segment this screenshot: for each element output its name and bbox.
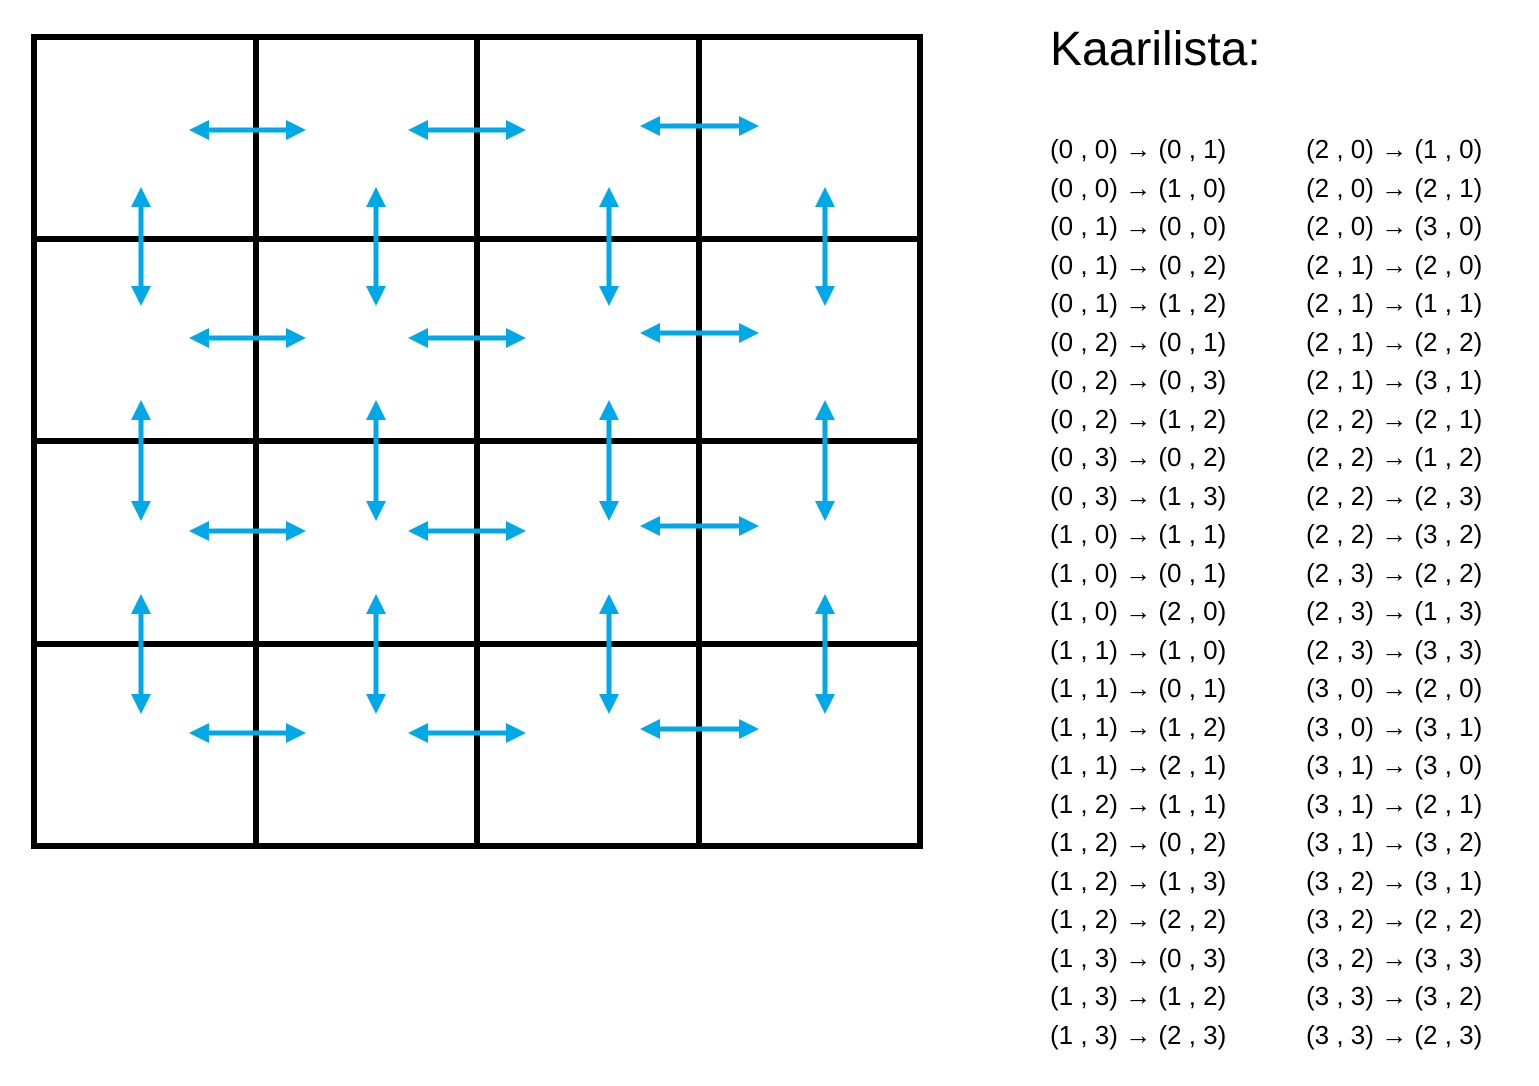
vertical-double-arrow	[366, 187, 386, 306]
edge-list-item: (1 , 3) → (2 , 3)	[1050, 1019, 1227, 1050]
edge-list-item: (0 , 3) → (1 , 3)	[1050, 480, 1227, 511]
edge-list-item: (1 , 1) → (0 , 1)	[1050, 673, 1227, 703]
edge-list-item: (2 , 1) → (1 , 1)	[1306, 288, 1483, 318]
edge-list-item: (2 , 0) → (3 , 0)	[1306, 211, 1483, 241]
edge-list-item: (2 , 2) → (3 , 2)	[1306, 519, 1483, 549]
horizontal-double-arrow	[408, 120, 526, 140]
edge-list-item: (0 , 1) → (0 , 2)	[1050, 249, 1227, 280]
horizontal-double-arrow	[640, 516, 759, 536]
vertical-double-arrow	[131, 594, 151, 714]
edge-list-item: (2 , 0) → (1 , 0)	[1306, 134, 1483, 164]
vertical-double-arrow	[131, 400, 151, 521]
edge-list-item: (3 , 2) → (3 , 1)	[1306, 865, 1483, 896]
edge-list-item: (1 , 0) → (1 , 1)	[1050, 519, 1227, 549]
edge-list-item: (0 , 1) → (1 , 2)	[1050, 288, 1227, 318]
edge-list-item: (0 , 3) → (0 , 2)	[1050, 442, 1227, 472]
grid-diagram	[31, 34, 923, 849]
edge-list-item: (2 , 2) → (1 , 2)	[1306, 442, 1483, 472]
edge-list-item: (3 , 0) → (2 , 0)	[1306, 673, 1483, 703]
grid-lines	[31, 34, 923, 849]
edge-list-item: (0 , 0) → (1 , 0)	[1050, 172, 1227, 203]
edge-list-item: (3 , 1) → (3 , 0)	[1306, 750, 1483, 780]
vertical-double-arrow	[815, 187, 835, 306]
horizontal-double-arrow	[408, 723, 526, 743]
edge-list-item: (1 , 1) → (1 , 2)	[1050, 711, 1227, 742]
edge-list-item: (3 , 2) → (3 , 3)	[1306, 942, 1483, 973]
vertical-double-arrow	[599, 594, 619, 714]
edge-list-item: (0 , 1) → (0 , 0)	[1050, 211, 1227, 241]
edge-list-item: (2 , 2) → (2 , 1)	[1306, 403, 1483, 434]
vertical-double-arrow	[131, 187, 151, 306]
edge-list-column-left: (0 , 0) → (0 , 1) (0 , 0) → (1 , 0) (0 , 1…	[1050, 130, 1226, 1054]
edge-list-item: (1 , 0) → (2 , 0)	[1050, 596, 1227, 626]
edge-list-item: (1 , 2) → (1 , 3)	[1050, 865, 1227, 896]
vertical-double-arrow	[366, 594, 386, 714]
edge-list-item: (0 , 2) → (0 , 3)	[1050, 365, 1227, 395]
edge-list-item: (2 , 3) → (2 , 2)	[1306, 557, 1483, 588]
edge-list-item: (2 , 3) → (3 , 3)	[1306, 634, 1483, 665]
edge-list-item: (3 , 3) → (2 , 3)	[1306, 1019, 1483, 1050]
edge-list-item: (0 , 0) → (0 , 1)	[1050, 134, 1227, 164]
edge-list-item: (3 , 0) → (3 , 1)	[1306, 711, 1483, 742]
edge-list-item: (1 , 2) → (1 , 1)	[1050, 788, 1227, 819]
edge-list-item: (1 , 2) → (0 , 2)	[1050, 827, 1227, 857]
edge-list-item: (1 , 1) → (2 , 1)	[1050, 750, 1227, 780]
grid-arrows	[131, 116, 835, 743]
horizontal-double-arrow	[189, 120, 306, 140]
horizontal-double-arrow	[640, 719, 759, 739]
edge-list-column-right: (2 , 0) → (1 , 0) (2 , 0) → (2 , 1) (2 , 0…	[1306, 130, 1482, 1054]
vertical-double-arrow	[599, 187, 619, 306]
edge-list-item: (3 , 1) → (2 , 1)	[1306, 788, 1483, 819]
edge-list-item: (2 , 1) → (2 , 2)	[1306, 326, 1483, 357]
horizontal-double-arrow	[189, 521, 306, 541]
vertical-double-arrow	[599, 400, 619, 521]
edge-list-panel: Kaarilista: (0 , 0) → (0 , 1)(0 , 0) → (…	[1050, 20, 1530, 1080]
edge-list-item: (1 , 3) → (1 , 2)	[1050, 981, 1227, 1011]
vertical-double-arrow	[366, 400, 386, 521]
vertical-double-arrow	[815, 594, 835, 714]
edge-list-title: Kaarilista:	[1050, 23, 1261, 76]
edge-list-item: (1 , 2) → (2 , 2)	[1050, 904, 1227, 934]
edge-list-item: (3 , 2) → (2 , 2)	[1306, 904, 1483, 934]
edge-list-item: (2 , 1) → (2 , 0)	[1306, 249, 1483, 280]
vertical-double-arrow	[815, 400, 835, 521]
edge-list-item: (2 , 0) → (2 , 1)	[1306, 172, 1483, 203]
horizontal-double-arrow	[189, 723, 306, 743]
edge-list-item: (2 , 3) → (1 , 3)	[1306, 596, 1483, 626]
edge-list-item: (2 , 1) → (3 , 1)	[1306, 365, 1483, 395]
horizontal-double-arrow	[640, 323, 759, 343]
edge-list-item: (0 , 2) → (0 , 1)	[1050, 326, 1227, 357]
edge-list-item: (2 , 2) → (2 , 3)	[1306, 480, 1483, 511]
horizontal-double-arrow	[640, 116, 759, 136]
edge-list-item: (3 , 1) → (3 , 2)	[1306, 827, 1483, 857]
edge-list-item: (1 , 1) → (1 , 0)	[1050, 634, 1227, 665]
edge-list-item: (0 , 2) → (1 , 2)	[1050, 403, 1227, 434]
horizontal-double-arrow	[408, 521, 526, 541]
edge-list-item: (3 , 3) → (3 , 2)	[1306, 981, 1483, 1011]
horizontal-double-arrow	[189, 328, 306, 348]
edge-list-item: (1 , 3) → (0 , 3)	[1050, 942, 1227, 973]
edge-list-item: (1 , 0) → (0 , 1)	[1050, 557, 1227, 588]
horizontal-double-arrow	[408, 328, 526, 348]
